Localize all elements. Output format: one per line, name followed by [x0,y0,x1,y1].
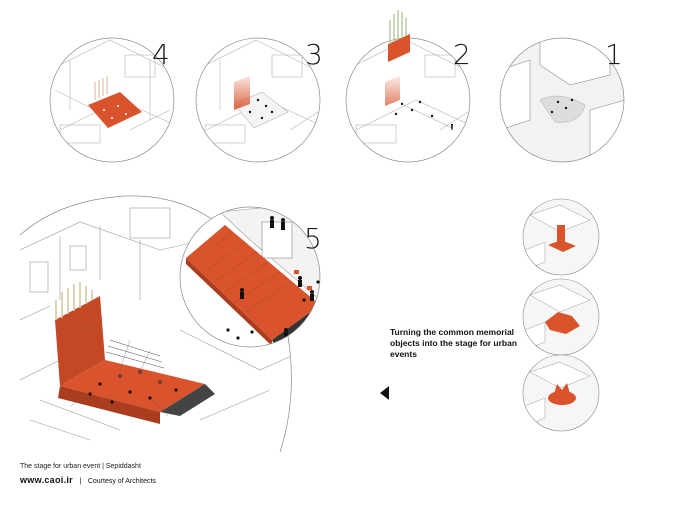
stage-2-circle [346,38,470,162]
stage-3-circle [196,38,320,162]
sequence-circle-2 [523,279,599,355]
stage-4-outline [49,37,175,163]
stage-3-outline [195,37,321,163]
stage-number-1: 1 [605,38,623,71]
separator: | [79,478,82,485]
credit-line: www.caoi.ir | Courtesy of Architects [20,475,156,485]
tagline: Turning the common memorial objects into… [390,327,518,359]
left-arrow-icon [380,386,389,400]
stage-1-outline [499,37,625,163]
stage-5-circle [180,207,320,347]
sequence-circle-1 [523,199,599,275]
floating-panel [388,10,410,62]
stage-number-5: 5 [304,222,322,255]
stage-number-3: 3 [305,38,323,71]
stage-number-2: 2 [453,38,471,71]
stage-4-circle [50,38,174,162]
credit-text: Courtesy of Architects [87,478,156,485]
sequence-circle-3 [523,355,599,431]
site-link[interactable]: www.caoi.ir [20,475,73,485]
image-caption: The stage for urban event | Sepiddasht [20,463,141,470]
stage-5-outline [179,206,321,348]
stage-number-4: 4 [152,38,170,71]
